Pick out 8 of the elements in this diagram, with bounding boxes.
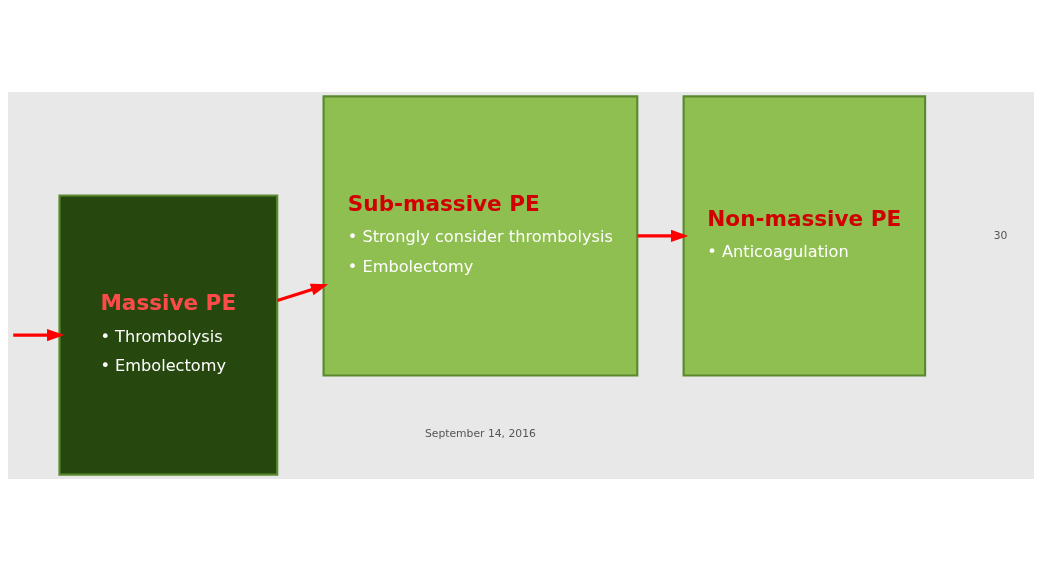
node-box: Non-massive PE • Anticoagulation <box>682 95 927 377</box>
node-box: Massive PE • Thrombolysis • Embolectomy <box>58 194 279 476</box>
label: 30 <box>993 228 1008 242</box>
arrow <box>13 329 65 342</box>
arrow <box>276 283 329 303</box>
node-box: Sub-massive PE • Strongly consider thrombolysis • Embolectomy <box>322 95 639 377</box>
label: September 14, 2016 <box>424 426 536 440</box>
arrow <box>637 229 689 242</box>
